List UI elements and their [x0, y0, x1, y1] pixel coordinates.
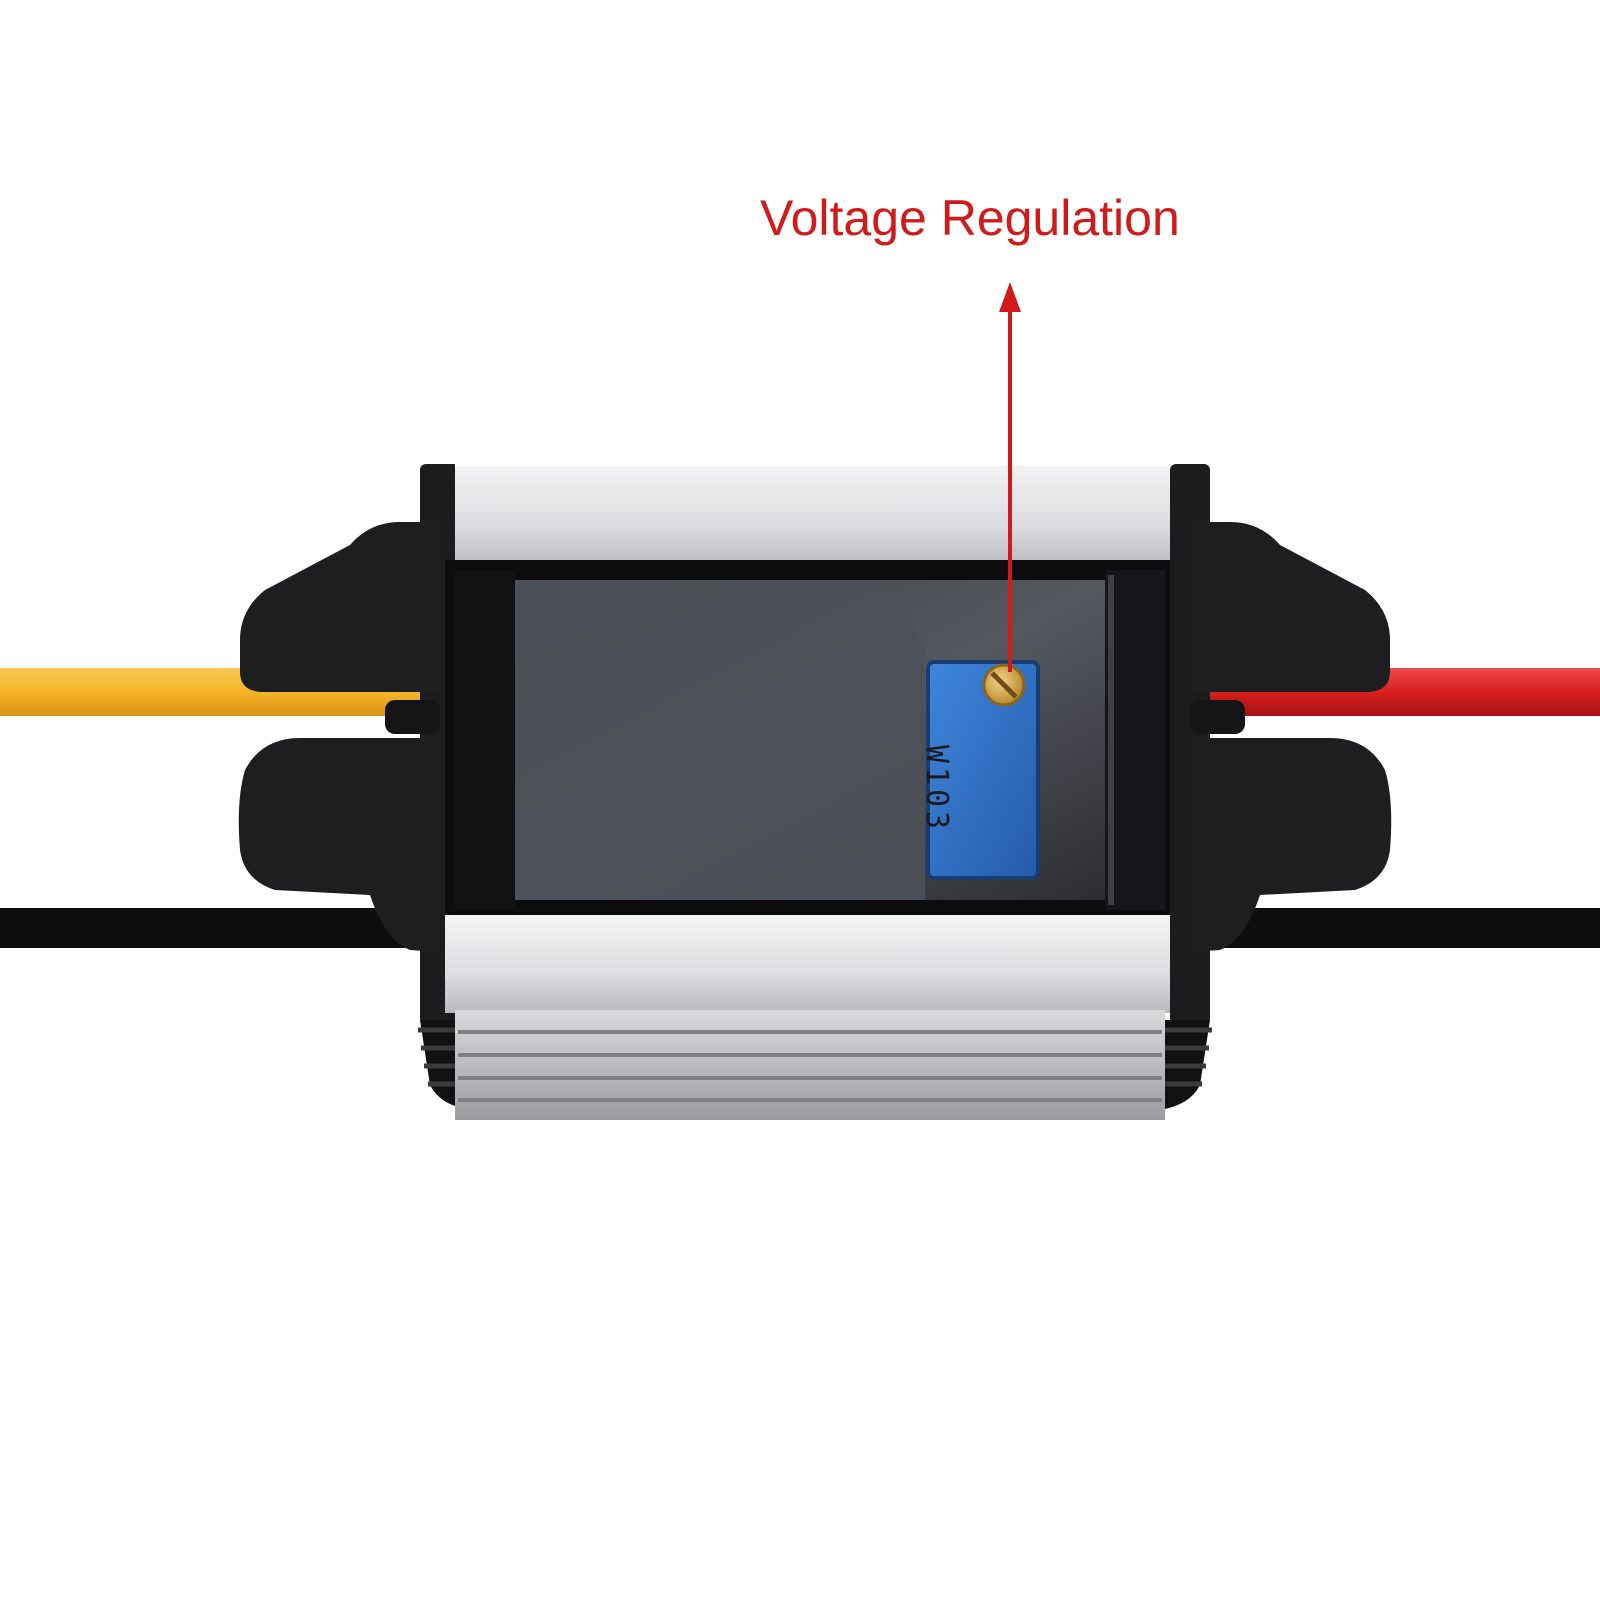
voltage-regulation-label: Voltage Regulation — [760, 188, 1180, 248]
heatsink-fins — [458, 1030, 1162, 1102]
inner-window — [455, 570, 1165, 910]
right-end-cap — [1160, 464, 1392, 1110]
trimmer-marking: W103 — [914, 734, 954, 844]
trimmer-marking-text: W103 — [919, 744, 954, 834]
voltage-regulation-text: Voltage Regulation — [760, 190, 1180, 246]
red-arrow-icon — [999, 282, 1021, 672]
left-end-cap — [238, 464, 470, 1110]
trimmer-potentiometer — [926, 660, 1040, 880]
